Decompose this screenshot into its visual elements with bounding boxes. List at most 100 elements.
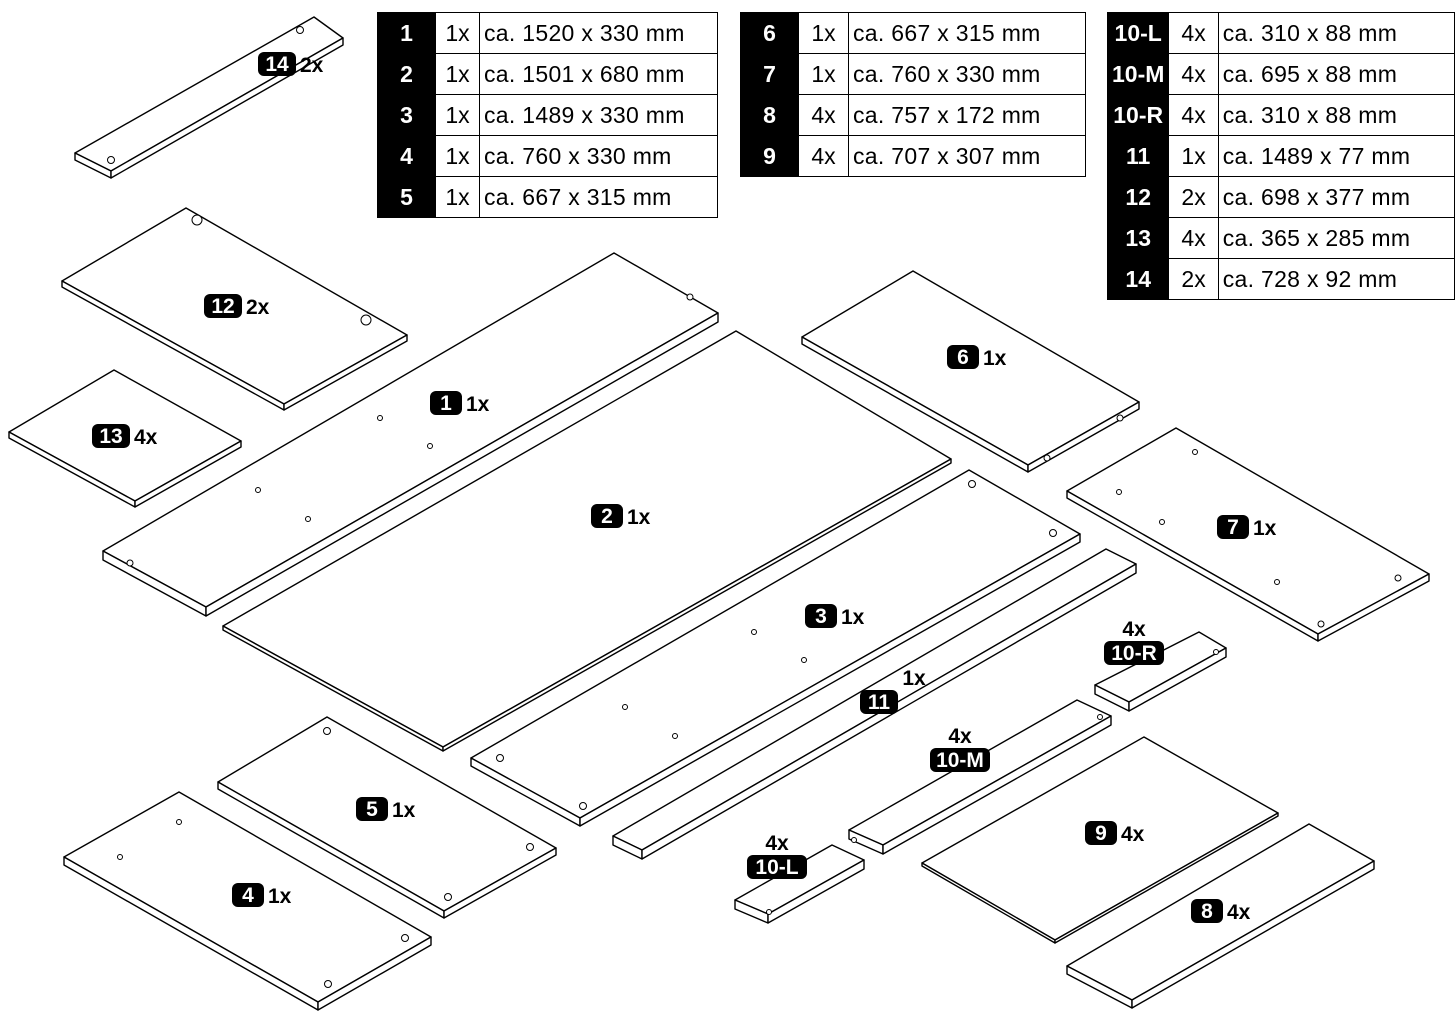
part-id: 1 xyxy=(377,12,436,54)
part-qty-label: 4x xyxy=(1121,823,1145,846)
part-badge xyxy=(947,345,979,369)
part-dimension: ca. 760 x 330 mm xyxy=(479,135,718,177)
part-badge-id: 5 xyxy=(366,798,378,821)
part-id: 11 xyxy=(1106,135,1170,177)
part-badge xyxy=(356,797,388,821)
part-badge xyxy=(204,294,242,318)
part-qty-label: 2x xyxy=(300,54,324,77)
part-qty-label: 4x xyxy=(134,426,158,449)
part-dimension: ca. 1489 x 330 mm xyxy=(479,94,718,136)
part-dimension: ca. 1501 x 680 mm xyxy=(479,53,718,95)
part-qty-label: 1x xyxy=(841,606,865,629)
part-dimension: ca. 365 x 285 mm xyxy=(1217,217,1455,259)
part-id: 4 xyxy=(377,135,436,177)
part-10-M-drawing xyxy=(848,699,1112,855)
part-dimension: ca. 698 x 377 mm xyxy=(1217,176,1455,218)
part-qty-label: 1x xyxy=(1253,517,1277,540)
part-qty-label: 4x xyxy=(1122,618,1146,641)
part-badge-id: 2 xyxy=(601,505,613,528)
part-dimension: ca. 310 x 88 mm xyxy=(1217,94,1455,136)
part-badge xyxy=(591,504,623,528)
part-10-R-drawing xyxy=(1094,631,1227,712)
part-id: 5 xyxy=(377,176,436,218)
part-badge xyxy=(930,748,990,772)
part-id: 3 xyxy=(377,94,436,136)
part-badge-id: 3 xyxy=(815,605,827,628)
part-id: 14 xyxy=(1106,258,1170,300)
part-id: 13 xyxy=(1106,217,1170,259)
part-qty: 1x xyxy=(1168,135,1219,177)
part-id: 6 xyxy=(740,12,799,54)
part-dimension: ca. 1489 x 77 mm xyxy=(1217,135,1455,177)
part-qty: 4x xyxy=(798,94,849,136)
part-badge xyxy=(747,855,807,879)
part-qty: 4x xyxy=(1168,94,1219,136)
part-qty: 2x xyxy=(1168,176,1219,218)
part-badge-id: 11 xyxy=(868,691,891,714)
part-badge xyxy=(1191,899,1223,923)
part-dimension: ca. 728 x 92 mm xyxy=(1217,258,1455,300)
part-qty-label: 4x xyxy=(948,725,972,748)
part-dimension: ca. 695 x 88 mm xyxy=(1217,53,1455,95)
part-qty-label: 1x xyxy=(268,885,292,908)
part-badge-id: 6 xyxy=(957,346,969,369)
part-dimension: ca. 1520 x 330 mm xyxy=(479,12,718,54)
part-10-L-drawing xyxy=(734,844,865,924)
part-dimension: ca. 707 x 307 mm xyxy=(848,135,1086,177)
part-badge xyxy=(860,690,898,714)
part-dimension: ca. 760 x 330 mm xyxy=(848,53,1086,95)
part-qty: 1x xyxy=(435,135,480,177)
part-dimension: ca. 757 x 172 mm xyxy=(848,94,1086,136)
drill-holes xyxy=(107,26,1402,988)
part-qty-label: 1x xyxy=(466,393,490,416)
part-qty-label: 1x xyxy=(902,667,926,690)
part-qty-label: 4x xyxy=(1227,901,1251,924)
part-badge-id: 1 xyxy=(440,392,452,415)
part-badge xyxy=(92,424,130,448)
part-qty: 1x xyxy=(798,12,849,54)
part-badge xyxy=(232,883,264,907)
part-badge-id: 10-M xyxy=(936,749,984,772)
part-qty: 1x xyxy=(435,176,480,218)
part-3-drawing xyxy=(470,469,1081,827)
part-dimension: ca. 667 x 315 mm xyxy=(479,176,718,218)
part-badge-id: 9 xyxy=(1095,822,1107,845)
part-badge-id: 4 xyxy=(242,884,254,907)
part-badge xyxy=(1085,821,1117,845)
part-14-drawing xyxy=(74,16,344,179)
part-qty-label: 1x xyxy=(392,799,416,822)
part-badge-id: 10-L xyxy=(755,856,798,879)
part-qty-label: 2x xyxy=(246,296,270,319)
part-qty: 1x xyxy=(798,53,849,95)
part-qty: 1x xyxy=(435,94,480,136)
part-id: 10-L xyxy=(1106,12,1170,54)
part-1-drawing xyxy=(102,252,719,617)
part-badge xyxy=(1217,515,1249,539)
part-badge-id: 8 xyxy=(1201,900,1213,923)
part-id: 10-R xyxy=(1106,94,1170,136)
part-badge xyxy=(805,604,837,628)
part-id: 7 xyxy=(740,53,799,95)
part-qty: 4x xyxy=(1168,12,1219,54)
part-badge-id: 7 xyxy=(1227,516,1239,539)
part-id: 9 xyxy=(740,135,799,177)
